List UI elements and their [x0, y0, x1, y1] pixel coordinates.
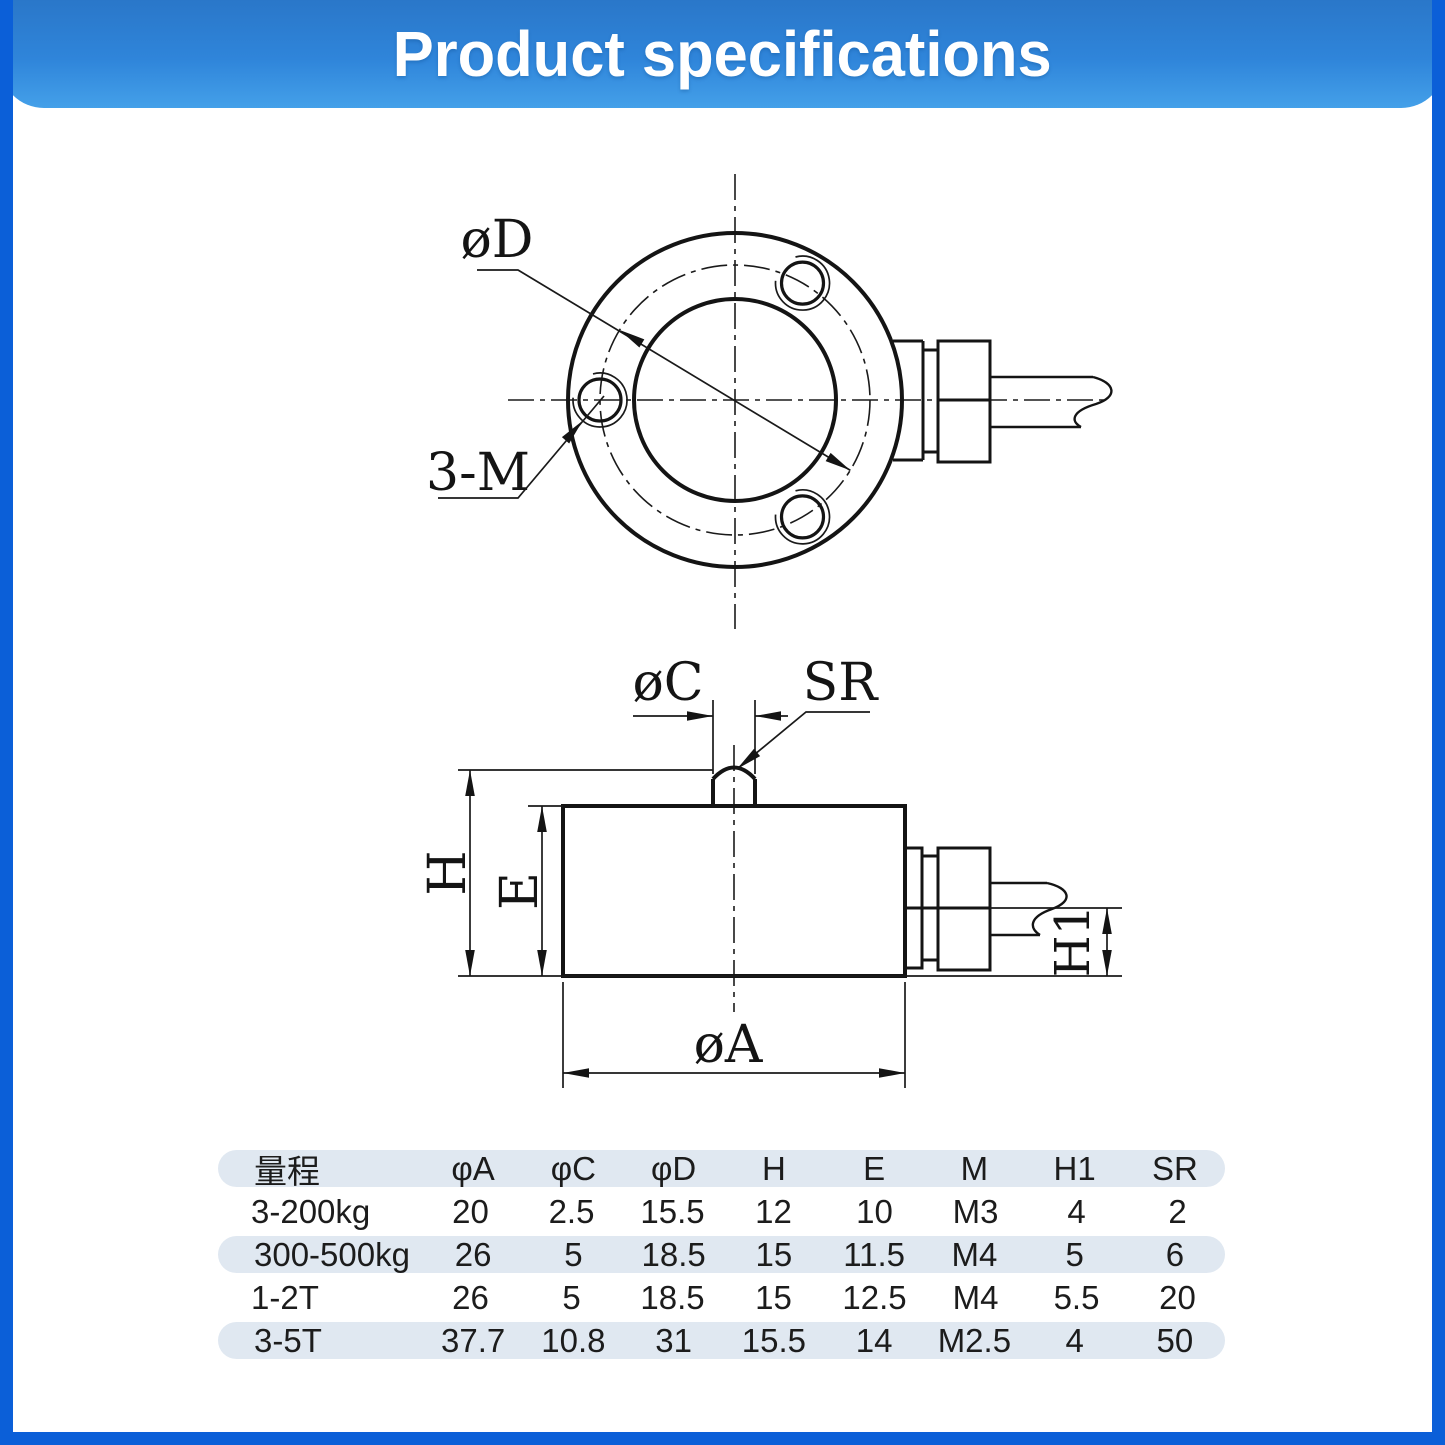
dimension-H: H: [418, 770, 478, 976]
label-H: H: [418, 850, 478, 895]
leader-SR: SR: [736, 653, 880, 770]
cell: 50: [1156, 1321, 1194, 1359]
label-3M: 3-M: [426, 443, 530, 503]
cell: 5: [1065, 1235, 1084, 1273]
label-oD: øD: [461, 210, 534, 270]
bolt-hole: [779, 494, 826, 540]
cell: 5.5: [1053, 1278, 1100, 1316]
cell: 18.5: [640, 1278, 705, 1316]
flange-inner-circle: [632, 297, 838, 503]
col-header-phiD: φD: [651, 1149, 697, 1187]
cell-range: 300-500kg: [254, 1235, 410, 1273]
cell: 4: [1065, 1321, 1084, 1359]
cell: 26: [452, 1278, 489, 1316]
cable-gland-top-view: [893, 339, 1113, 464]
cable-gland-side-view: [903, 846, 1068, 972]
cell: 15: [755, 1278, 792, 1316]
col-header-M: M: [960, 1149, 989, 1187]
table-row: 3-5T 37.7 10.8 31 15.5 14 M2.5 4 50: [215, 1319, 1228, 1362]
page-title: Product specifications: [393, 18, 1052, 90]
table-row: 1-2T 26 5 18.5 15 12.5 M4 5.5 20: [215, 1276, 1228, 1319]
load-button: [711, 765, 757, 806]
cell: M3: [952, 1192, 999, 1230]
cell: 2: [1168, 1192, 1187, 1230]
cell: 20: [1159, 1278, 1196, 1316]
cell: 37.7: [441, 1321, 506, 1359]
cell: 5: [562, 1278, 581, 1316]
table-row: 300-500kg 26 5 18.5 15 11.5 M4 5 6: [215, 1233, 1228, 1276]
label-SR: SR: [803, 653, 880, 713]
cell: 10.8: [541, 1321, 606, 1359]
thread-arc: [774, 489, 831, 545]
cell: M4: [952, 1278, 999, 1316]
col-header-phiC: φC: [550, 1149, 596, 1187]
side-view-drawing: H E øC SR: [418, 653, 1122, 1088]
bolt-hole: [779, 260, 826, 306]
cell: M4: [951, 1235, 998, 1273]
cell-range: 1-2T: [251, 1278, 319, 1316]
cell: 4: [1067, 1192, 1086, 1230]
cell-range: 3-200kg: [251, 1192, 371, 1230]
col-header-phiA: φA: [451, 1149, 495, 1187]
dimension-E: E: [490, 806, 550, 976]
col-header-H: H: [761, 1149, 786, 1187]
cell: 15.5: [741, 1321, 806, 1359]
cell: 12: [755, 1192, 792, 1230]
dimension-H1: H1: [1045, 905, 1112, 977]
spec-table: 量程 φA φC φD H E M H1 SR 3-200kg 20 2.5 1…: [215, 1147, 1228, 1362]
cell: 20: [452, 1192, 489, 1230]
leader-3M: 3-M: [426, 395, 605, 503]
cell: M2.5: [937, 1321, 1012, 1359]
cell: 2.5: [548, 1192, 595, 1230]
cell: 26: [454, 1235, 492, 1273]
thread-arc: [572, 372, 628, 428]
cell: 15: [755, 1235, 793, 1273]
ext-lines-oA: [562, 982, 906, 1088]
col-header-H1: H1: [1053, 1149, 1096, 1187]
dimension-oD: øD: [461, 210, 851, 472]
label-oA: øA: [694, 1015, 764, 1075]
header-banner: Product specifications: [13, 0, 1432, 108]
col-header-SR: SR: [1151, 1149, 1198, 1187]
flange-outer-circle: [566, 231, 904, 569]
cell: 6: [1165, 1235, 1185, 1273]
col-header-range: 量程: [254, 1152, 320, 1190]
cell: 18.5: [641, 1235, 706, 1273]
cable-break-symbol: [1031, 881, 1068, 937]
table-header-row: 量程 φA φC φD H E M H1 SR: [215, 1147, 1228, 1190]
label-E: E: [490, 872, 550, 910]
cell: 11.5: [843, 1235, 906, 1273]
thread-arc: [774, 255, 831, 311]
cell: 31: [655, 1321, 692, 1359]
col-header-E: E: [863, 1149, 886, 1187]
dimension-oC: øC: [632, 653, 788, 774]
cell: 12.5: [842, 1278, 907, 1316]
bolt-hole: [577, 377, 623, 423]
top-view-drawing: øD 3-M: [426, 174, 1113, 629]
cell: 14: [855, 1321, 893, 1359]
table-row: 3-200kg 20 2.5 15.5 12 10 M3 4 2: [215, 1190, 1228, 1233]
cable-break-symbol: [1073, 375, 1113, 429]
label-H1: H1: [1045, 905, 1101, 977]
cell: 10: [856, 1192, 893, 1230]
cell: 15.5: [640, 1192, 705, 1230]
label-oC: øC: [632, 653, 703, 713]
cell-range: 3-5T: [254, 1321, 322, 1359]
cell: 5: [564, 1235, 583, 1273]
dimension-oA: øA: [563, 1015, 905, 1078]
